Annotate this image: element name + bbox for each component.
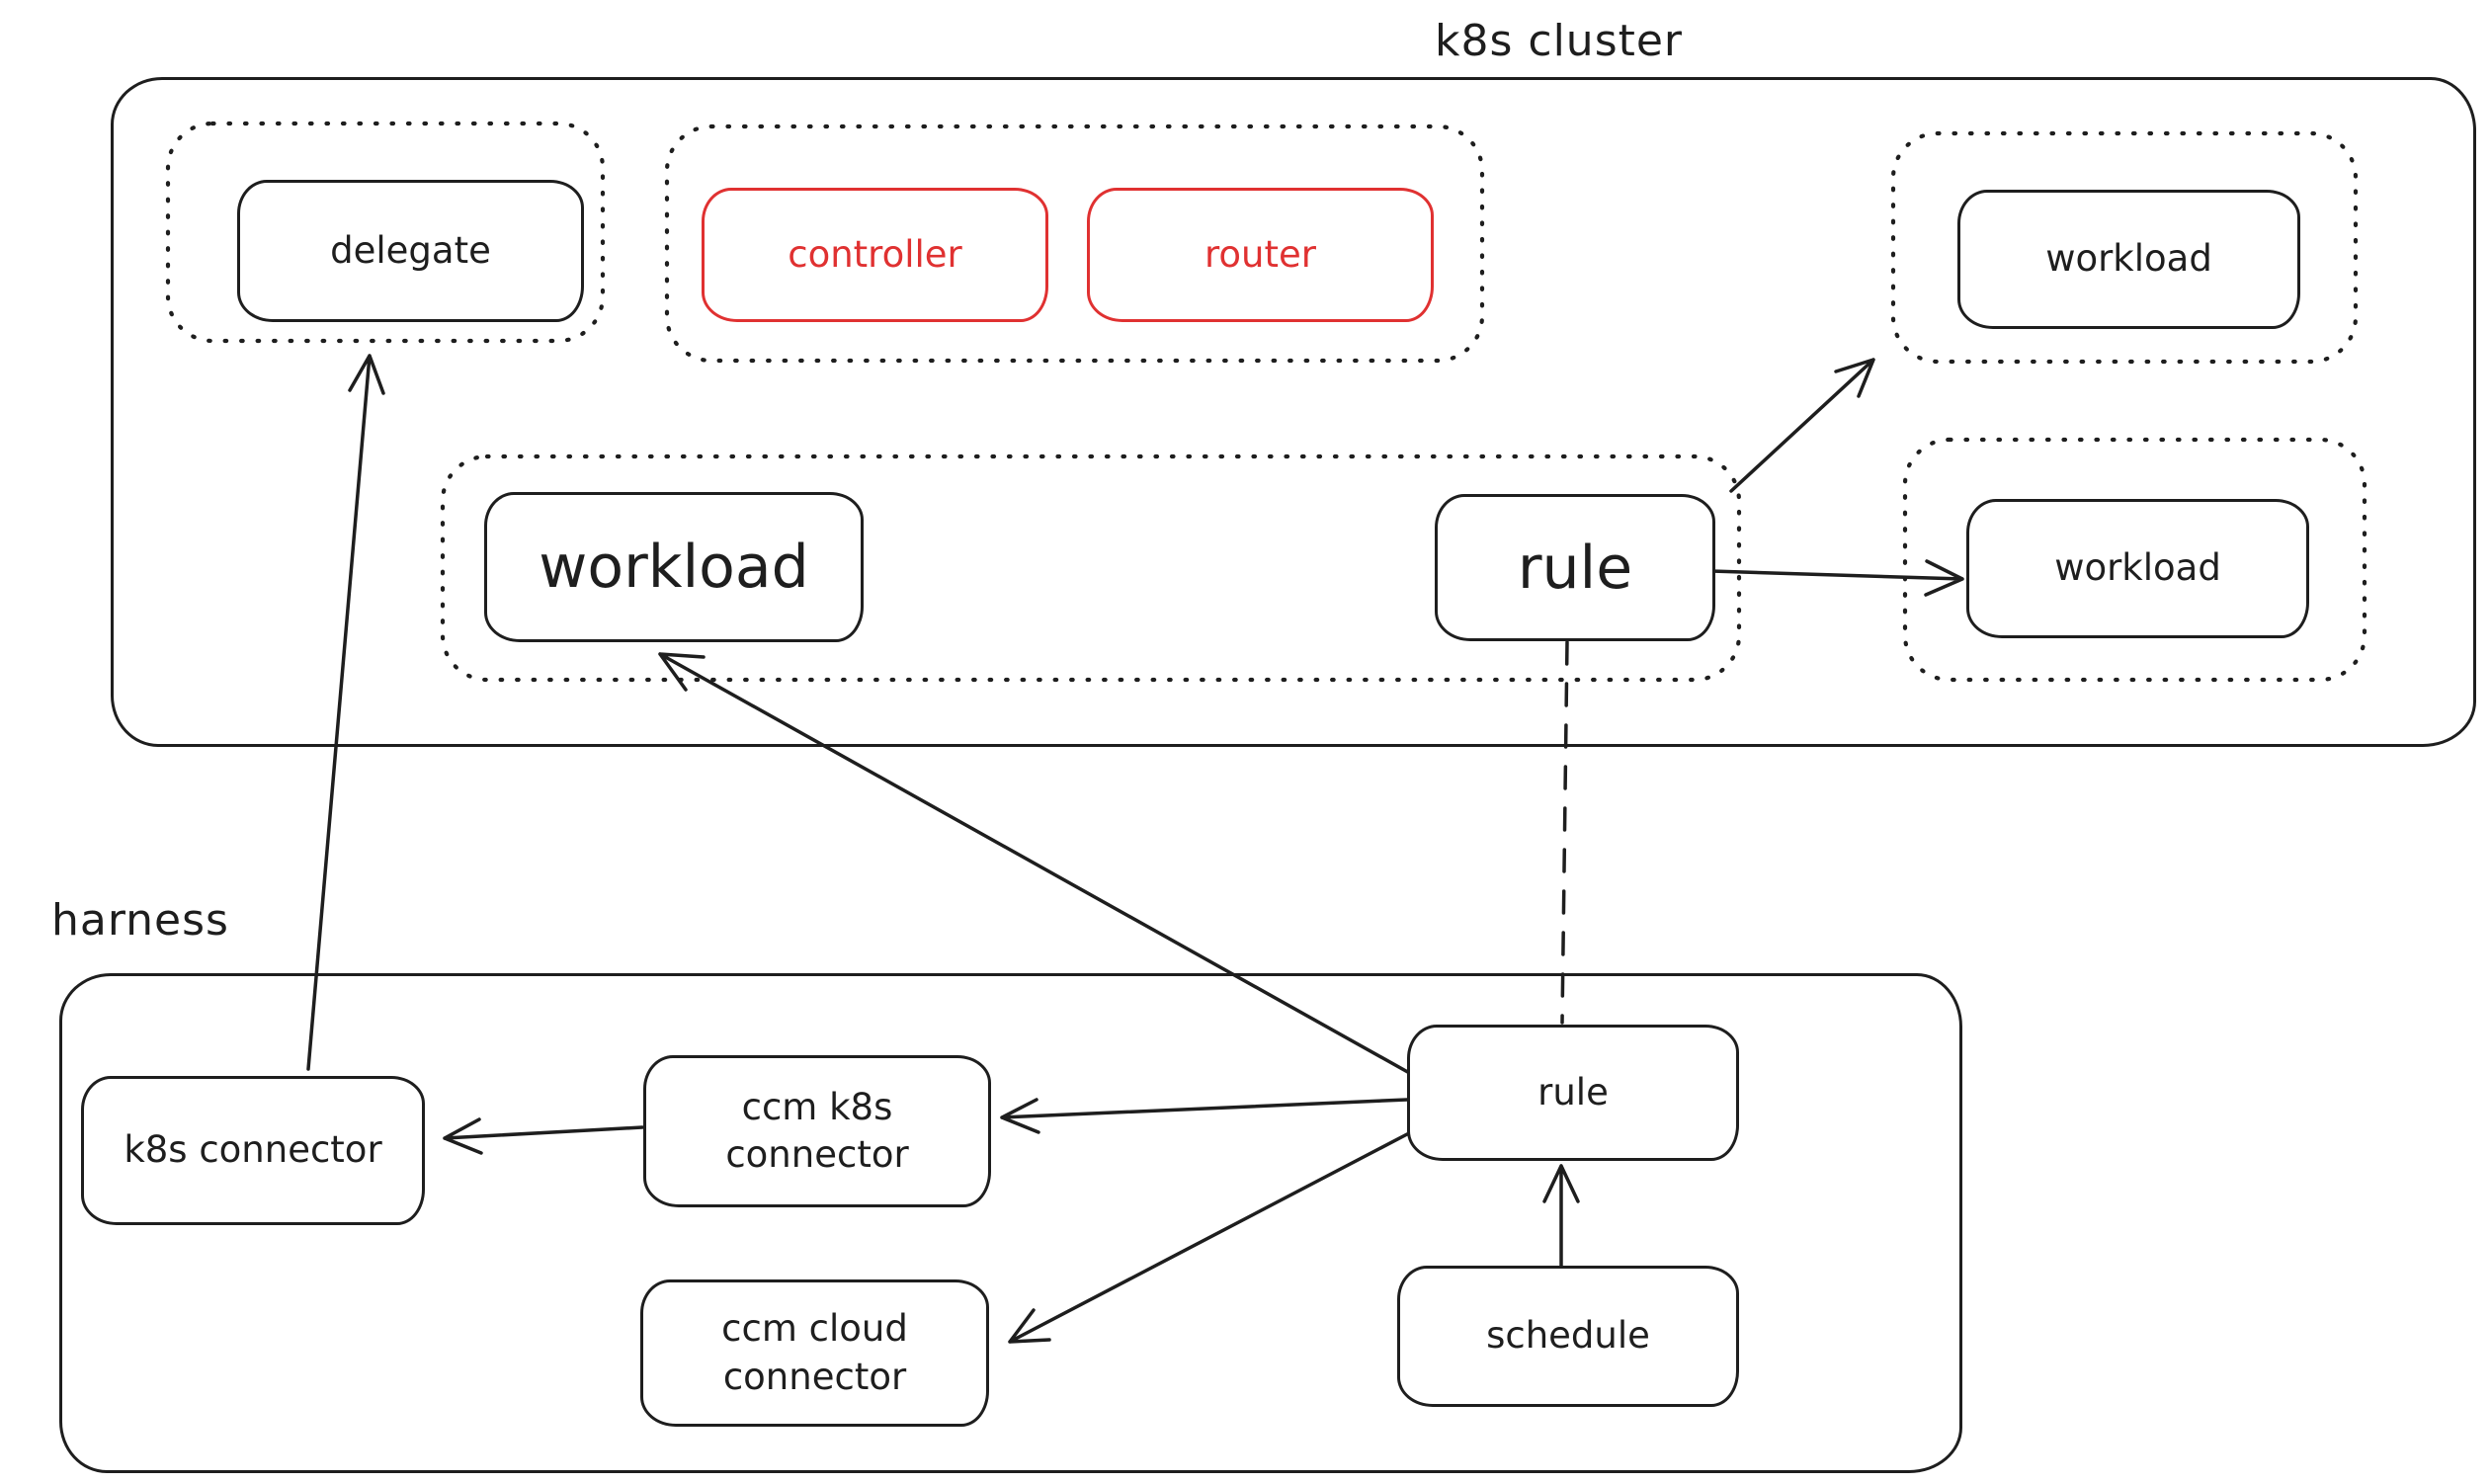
node-workload-middle: workload [484,492,864,642]
node-delegate: delegate [237,180,584,322]
node-workload-right: workload [1966,499,2309,638]
node-k8s-connector: k8s connector [81,1076,425,1225]
node-schedule: schedule [1397,1266,1739,1407]
node-ccm-cloud-connector: ccm cloud connector [640,1279,989,1427]
node-workload-top-right: workload [1957,190,2300,329]
node-rule-harness: rule [1407,1025,1739,1161]
node-rule-k8s: rule [1435,494,1715,641]
node-controller: controller [702,188,1048,322]
node-router: router [1087,188,1434,322]
k8s-cluster-title: k8s cluster [1435,16,1684,66]
node-ccm-k8s-connector: ccm k8s connector [643,1055,991,1207]
harness-title: harness [51,895,229,946]
k8s-cluster-container [111,77,2476,747]
